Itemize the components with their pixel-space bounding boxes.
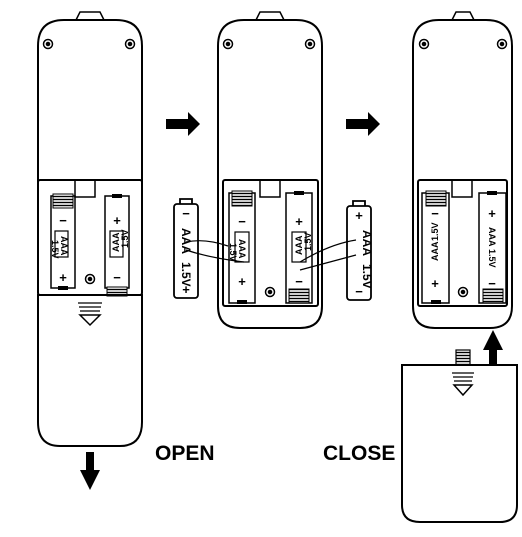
battery-cover [401,364,518,523]
battery-minus: − [431,206,439,221]
battery-minus: − [355,284,363,299]
battery-minus: − [59,213,67,228]
close-label: CLOSE [323,442,395,465]
open-label: OPEN [155,442,215,465]
battery-plus: + [113,213,121,228]
battery-voltage-label: 1.5V [360,264,374,289]
battery-type-label: AAA [430,241,440,261]
battery-voltage-label: 1.5V [228,243,238,262]
screw-icon [496,38,508,50]
screw-icon [304,38,316,50]
battery-plus: + [295,214,303,229]
remote-body-outline [412,19,513,329]
battery-plus: + [488,206,496,221]
battery-voltage-label: 1.5V [120,229,130,248]
battery-voltage-label: 1.5V [487,249,497,268]
battery-voltage-label: 1.5V [303,232,313,251]
screw-icon [84,273,96,285]
battery-plus: + [431,276,439,291]
battery-minus: − [113,270,121,285]
arrow-right-icon [166,112,200,136]
arrow-up-icon [483,330,503,366]
battery-voltage-label: 1.5V [50,240,60,259]
battery-minus: − [238,214,246,229]
battery-type-label: AAA [294,235,304,255]
battery-minus: − [488,276,496,291]
battery-labels-2: − + AAA 1.5V + − AAA 1.5V [228,214,313,289]
lid-grip-icon [78,302,102,327]
battery-plus: + [355,208,363,223]
remote-step-open [37,11,143,447]
battery-labels-1: − + AAA 1.5V + − AAA 1.5V [50,213,130,285]
screw-icon [124,38,136,50]
loose-battery [173,198,199,299]
remote-step-close [401,11,518,523]
screw-icon [418,38,430,50]
battery-plus: + [182,282,190,297]
remote-step-insert [185,11,357,329]
arrow-down-icon [80,452,100,490]
battery-type-label: AAA [237,239,247,259]
loose-battery [346,200,372,301]
lid-grip-icon [452,372,474,397]
battery-cover [37,294,143,447]
battery-type-label: AAA [487,227,497,247]
arrow-right-icon [346,112,380,136]
remote-body-outline [37,19,143,182]
battery-voltage-label: 1.5V [430,222,440,241]
screw-icon [457,286,469,298]
remote-body-outline [217,19,323,329]
screw-icon [42,38,54,50]
battery-type-label: AAA [360,230,374,256]
screw-icon [264,286,276,298]
battery-type-label: AAA [179,228,193,254]
battery-voltage-label: 1.5V [179,262,193,287]
battery-type-label: AAA [59,236,69,256]
battery-plus: + [59,270,67,285]
battery-type-label: AAA [111,232,121,252]
screw-icon [222,38,234,50]
battery-labels-3: − + AAA 1.5V + − AAA 1.5V [430,206,497,291]
battery-plus: + [238,274,246,289]
battery-minus: − [295,274,303,289]
battery-minus: − [182,206,190,221]
